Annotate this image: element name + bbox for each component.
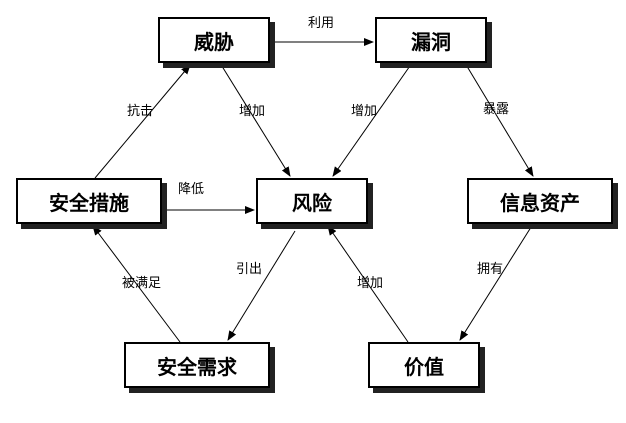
edge-measures-to-threat: [94, 64, 191, 179]
edge-label-satisfied: 被满足: [122, 276, 162, 291]
node-threat: 威胁: [158, 17, 270, 63]
node-value: 价值: [368, 342, 480, 388]
edge-threat-to-risk: [219, 62, 291, 177]
edge-label-vulnerability-increase: 增加: [351, 104, 378, 119]
edge-label-reduce: 降低: [178, 182, 205, 197]
edge-label-derive: 引出: [236, 262, 263, 277]
edge-label-expose: 暴露: [483, 102, 510, 117]
node-information-asset: 信息资产: [467, 178, 613, 224]
edge-label-counter: 抗击: [127, 104, 154, 119]
edge-need-to-measures: [92, 225, 181, 343]
node-risk: 风险: [256, 178, 368, 224]
node-security-requirement: 安全需求: [124, 342, 270, 388]
node-vulnerability: 漏洞: [375, 17, 487, 63]
edge-value-to-risk: [327, 225, 409, 343]
edge-vulnerability-to-risk: [332, 62, 413, 177]
edge-vulnerability-to-asset: [464, 62, 534, 177]
edge-label-threat-increase: 增加: [239, 104, 266, 119]
edge-label-own: 拥有: [477, 262, 504, 277]
node-security-measures: 安全措施: [16, 178, 162, 224]
edge-label-value-increase: 增加: [357, 276, 384, 291]
edge-risk-to-need: [227, 230, 296, 341]
edge-label-exploit: 利用: [308, 16, 335, 31]
edge-asset-to-value: [459, 223, 534, 341]
